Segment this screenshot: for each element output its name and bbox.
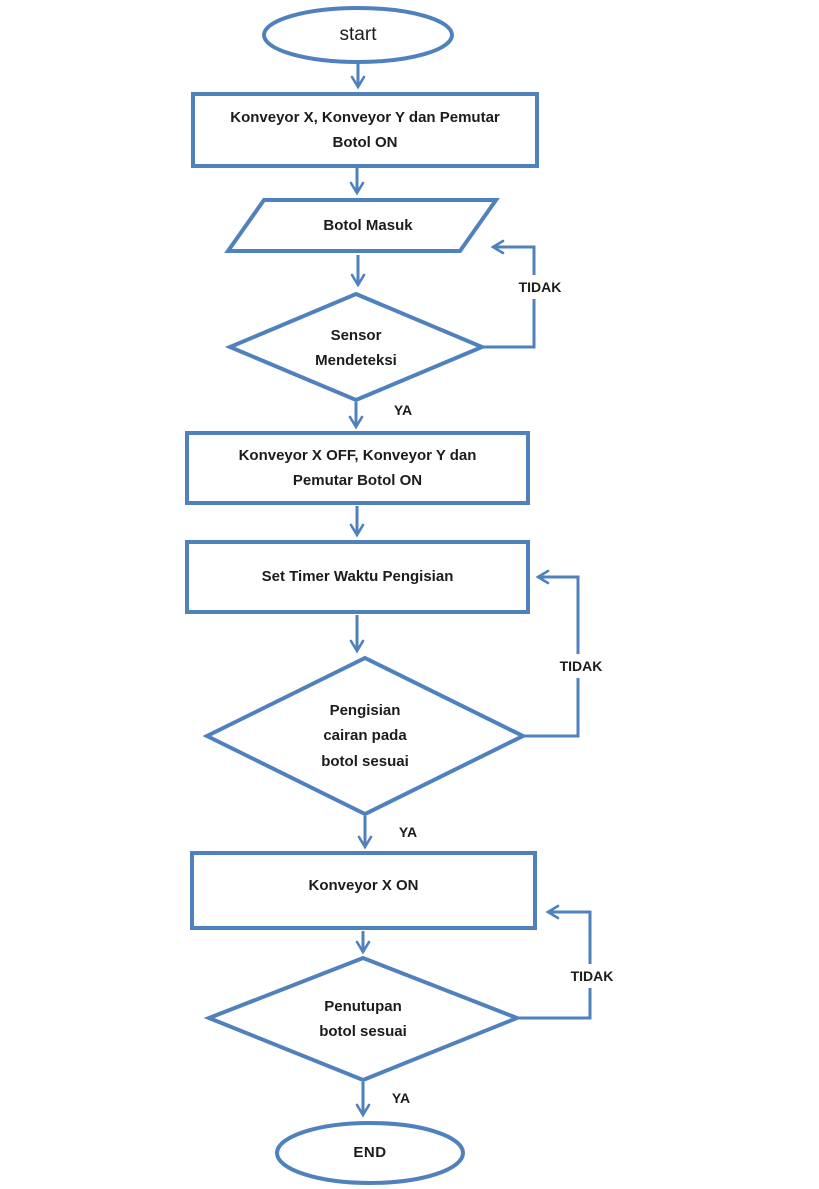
process1-label: Konveyor X, Konveyor Y dan Pemutar Botol… [230, 108, 500, 152]
decision2-label: Pengisian cairan pada botol sesuai [321, 701, 409, 770]
edge-label-ya-3: YA [391, 1090, 411, 1106]
start-terminator-shape [262, 6, 454, 64]
start-label: start [339, 23, 377, 45]
decision1-label: Sensor Mendeteksi [315, 326, 397, 370]
process3-label: Set Timer Waktu Pengisian [261, 568, 454, 586]
process2-shape [185, 431, 530, 505]
edge-label-ya-1: YA [393, 402, 413, 418]
process4-shape [190, 851, 537, 930]
decision3-diamond-shape [203, 955, 523, 1083]
decision3-label: Penutupan botol sesuai [319, 997, 407, 1041]
process1-shape [191, 92, 539, 168]
edge-label-tidak-1: TIDAK [505, 275, 575, 299]
edge-label-ya-2: YA [398, 824, 418, 840]
io1-label: Botol Masuk [323, 216, 413, 234]
decision2-diamond-shape [202, 655, 528, 817]
edge-label-tidak-3: TIDAK [557, 964, 627, 988]
decision1-diamond-shape [224, 291, 488, 403]
end-label: END [353, 1144, 387, 1162]
process2-label: Konveyor X OFF, Konveyor Y dan Pemutar B… [238, 446, 477, 490]
process4-label: Konveyor X ON [308, 877, 419, 895]
io1-parallelogram-shape [224, 198, 500, 253]
edge-label-tidak-2: TIDAK [546, 654, 616, 678]
end-terminator-shape [275, 1121, 465, 1185]
process3-shape [185, 540, 530, 614]
